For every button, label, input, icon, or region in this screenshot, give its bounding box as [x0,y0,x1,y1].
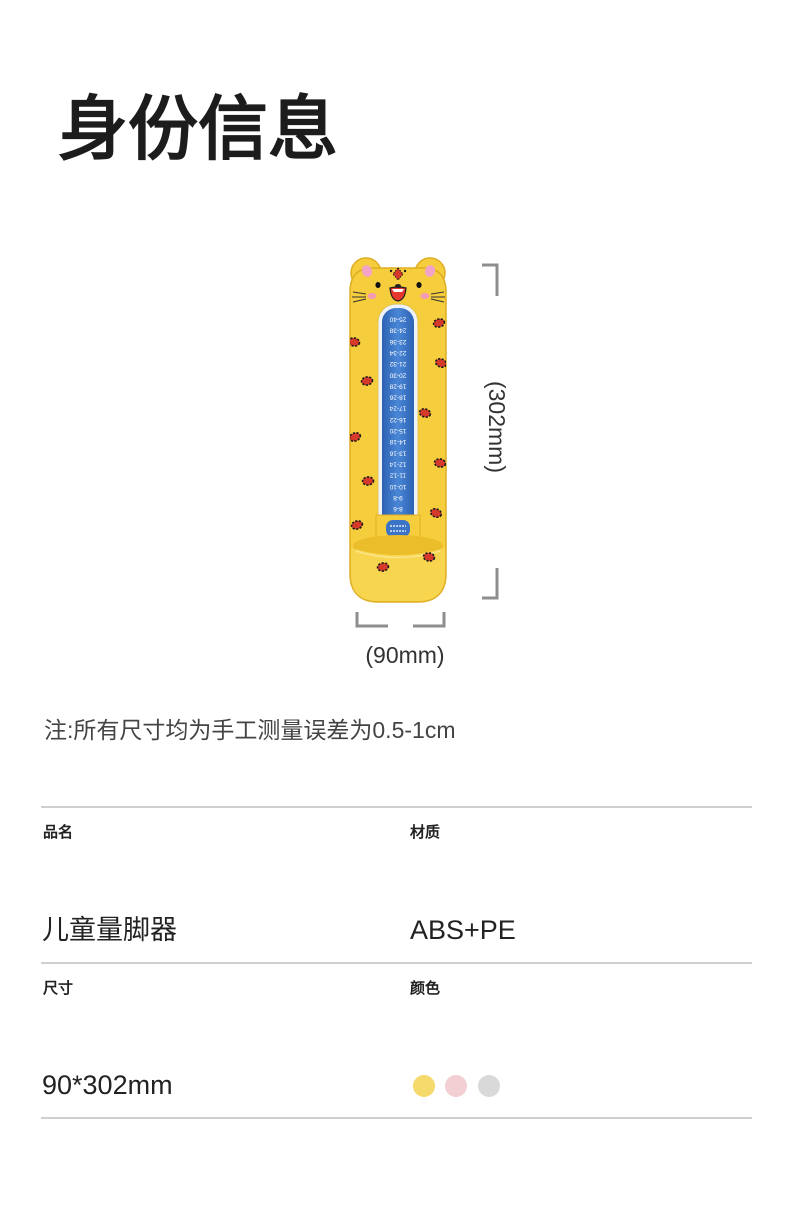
size-label: 尺寸 [43,980,74,997]
leopard-spot [434,357,446,369]
left-eye [375,282,381,288]
leopard-spot [429,507,443,519]
ruler-label: 16-22 [389,416,406,423]
ruler-label: 18-26 [389,394,406,401]
ruler-scale: 25-40 24-38 23-36 22-34 21-32 20-30 19-28 18-26… [389,316,406,513]
ruler-label: 23-36 [389,338,406,345]
product-dimension-illustration: 25-40 24-38 23-36 22-34 21-32 20-30 19-28 18-26… [349,257,510,668]
material-label: 材质 [410,824,441,841]
left-inner-ear [361,265,373,277]
leopard-spot [376,562,390,572]
whiskers [352,291,445,303]
height-dimension-label: (302mm) [484,381,510,473]
leopard-spot [350,337,361,347]
ruler-label: 19-28 [389,382,406,389]
size-value: 90*302mm [42,1070,173,1100]
width-dimension-bracket [355,612,446,628]
left-cheek [367,293,377,299]
ruler-label: 9-8 [393,494,403,501]
ruler-label: 8-6 [393,505,403,512]
foot-measurer-product: 25-40 24-38 23-36 22-34 21-32 20-30 19-28 18-26… [349,257,447,603]
table-divider [41,806,752,808]
leopard-spot [422,552,436,562]
color-swatch-yellow [413,1075,435,1097]
leopard-spot [433,458,446,468]
ruler-strip [382,308,414,540]
right-cheek [420,293,430,299]
leopard-spot [350,520,364,530]
measurement-note: 注:所有尺寸均为手工测量误差为0.5-1cm [44,717,456,743]
product-name-label: 品名 [43,824,74,841]
right-inner-ear [424,265,436,277]
material-value: ABS+PE [410,915,516,945]
page-title: 身份信息 [58,90,338,168]
ruler-label: 25-40 [389,316,406,323]
ruler-label: 21-32 [389,360,406,367]
ruler-label: 17-24 [389,405,406,412]
ruler-label: 12-14 [389,460,406,467]
leopard-spots [350,318,446,572]
color-swatch-gray [478,1075,500,1097]
table-divider [41,962,752,964]
ruler-label: 10-10 [389,483,406,490]
ruler-label: 22-34 [389,349,406,356]
color-swatch-pink [445,1075,467,1097]
nose [395,284,401,288]
ruler-label: 13-16 [389,449,406,456]
ruler-label: 14-18 [389,438,406,445]
leopard-spot [432,318,446,328]
width-dimension-label: (90mm) [365,642,444,668]
heel-cup [351,535,445,601]
ruler-label: 20-30 [389,371,406,378]
color-label: 颜色 [410,980,441,997]
leopard-spot [418,408,432,418]
leopard-spot [360,376,374,386]
leopard-spot [361,476,375,486]
leopard-spot [350,431,362,443]
ruler-label: 11-12 [390,472,407,479]
ruler-label: 15-20 [389,427,406,434]
right-eye [416,282,422,288]
table-divider [41,1117,752,1119]
product-name-value: 儿童量脚器 [42,915,177,945]
height-dimension-bracket [482,263,499,600]
ruler-label: 24-38 [389,327,406,334]
leopard-face [352,267,445,303]
